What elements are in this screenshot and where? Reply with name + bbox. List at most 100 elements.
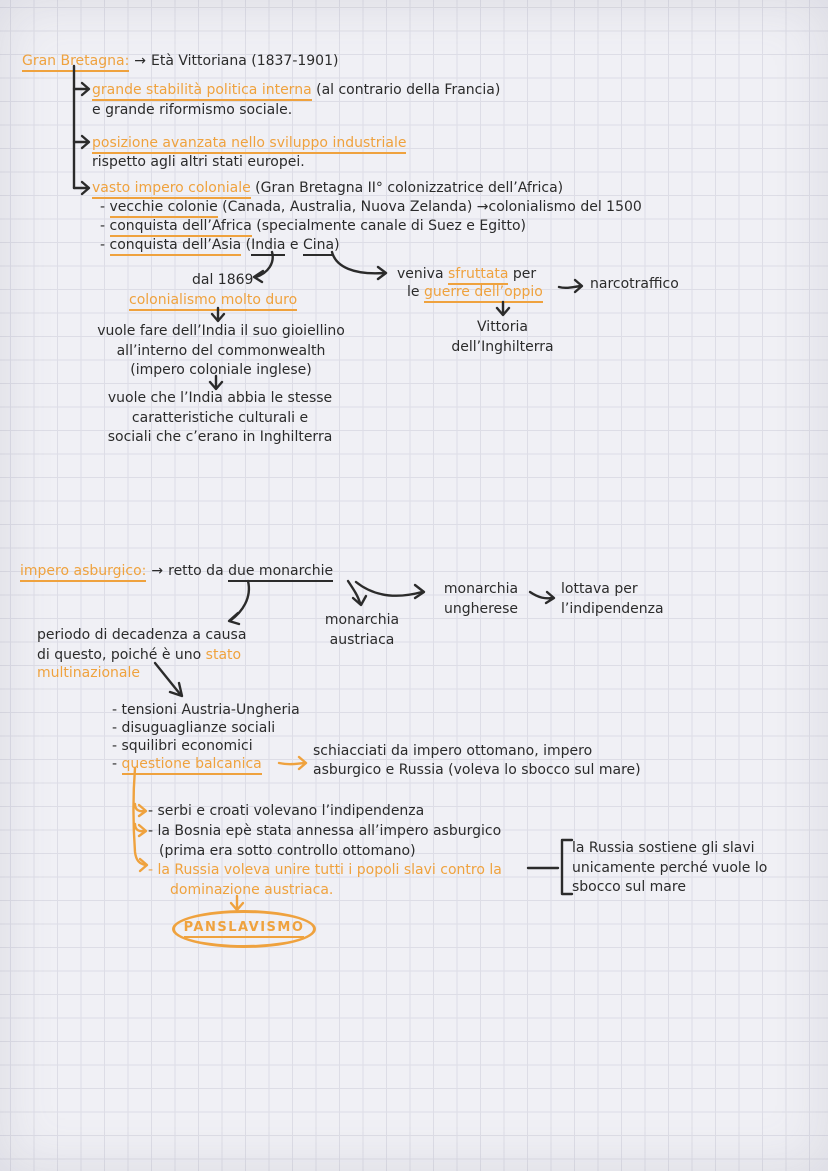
balkan-point-russia: - la Russia voleva unire tutti i popoli …: [148, 862, 502, 878]
goal-line: vuole fare dell’India il suo gioiellino: [97, 323, 345, 339]
aim-line: sociali che c’erano in Inghilterra: [107, 429, 333, 445]
britain-branch-connector-icon: [72, 64, 91, 196]
decadence-pre: di questo, poiché è uno: [37, 647, 206, 663]
exploited-highlight: sfruttata: [447, 266, 509, 285]
harsh-colonialism-highlight: colonialismo molto duro: [129, 292, 298, 311]
balkan-question-highlight: questione balcanica: [121, 756, 262, 775]
issues-arrow-icon: [153, 661, 184, 698]
victorian-era-label: Età Vittoriana (1837-1901): [151, 53, 339, 69]
russia-note-bracket-icon: [526, 838, 574, 896]
opium-wars-highlight: guerre dell’oppio: [423, 284, 543, 303]
cina-underlined: Cina: [302, 237, 335, 256]
austrian-monarchy-label: monarchia austriaca: [318, 611, 406, 650]
china-branch-arrow-icon: [330, 250, 388, 281]
victory-line: Vittoria: [477, 319, 528, 335]
stability-line1: grande stabilità politica interna (al co…: [92, 81, 501, 101]
dash: -: [112, 756, 122, 772]
aim-line: vuole che l’India abbia le stesse: [107, 390, 333, 406]
two-monarchies-underlined: due monarchie: [228, 563, 334, 582]
fight-line: lottava per: [561, 581, 638, 597]
hungarian-line: monarchia: [443, 581, 519, 597]
industry-highlight: posizione avanzata nello sviluppo indust…: [92, 135, 407, 154]
stato-highlight: stato: [205, 647, 242, 663]
panslavism-label: PANSLAVISMO: [183, 920, 305, 938]
habsburg-title-line: impero asburgico:→retto da due monarchie: [20, 562, 334, 582]
decadence-line3: multinazionale: [37, 664, 140, 683]
balkan-note-arrow-icon: [277, 755, 308, 771]
industry-line1: posizione avanzata nello sviluppo indust…: [92, 134, 407, 154]
russia-note-line: la Russia sostiene gli slavi: [572, 840, 755, 856]
russia-note-line: unicamente perché vuole lo: [572, 859, 768, 876]
squeezed-line2: asburgico e Russia (voleva lo sbocco sul…: [313, 762, 641, 778]
stability-line2: e grande riformismo sociale.: [92, 102, 293, 118]
habsburg-title-pre: retto da: [168, 563, 229, 579]
narco-arrow-icon: [557, 278, 584, 294]
stability-highlight: grande stabilità politica interna: [92, 82, 312, 101]
russia-note-paragraph: la Russia sostiene gli slavi unicamente …: [572, 839, 767, 898]
issue-item: - squilibri economici: [112, 738, 253, 754]
conjunction: e: [285, 237, 303, 253]
old-colonies-underlined: vecchie colonie: [109, 199, 218, 218]
panslavism-oval: PANSLAVISMO: [172, 910, 316, 948]
date-1869: dal 1869: [192, 272, 254, 288]
empire-highlight: vasto impero coloniale: [92, 180, 251, 199]
opium-pre2: le: [407, 284, 424, 300]
india-goal-paragraph: vuole fare dell’India il suo gioiellino …: [85, 322, 357, 381]
dash: -: [100, 218, 110, 234]
narcotraffico-label: narcotraffico: [590, 276, 679, 292]
asia-item: - conquista dell’Asia (India e Cina): [100, 236, 340, 256]
britain-title-line: Gran Bretagna:→Età Vittoriana (1837-1901…: [22, 52, 339, 72]
balkan-point-bosnia: - la Bosnia epè stata annessa all’impero…: [148, 823, 502, 839]
down-arrow-icon: [210, 306, 226, 323]
africa-item: - conquista dell’Africa (specialmente ca…: [100, 217, 526, 237]
down-arrow-icon: [495, 300, 511, 317]
old-colonies-note: colonialismo del 1500: [488, 199, 642, 215]
balkan-point-serbs: - serbi e croati volevano l’indipendenza: [148, 803, 425, 819]
down-arrow-icon: [208, 374, 224, 391]
industry-line2: rispetto agli altri stati europei.: [92, 154, 305, 170]
empire-line1: vasto impero coloniale (Gran Bretagna II…: [92, 179, 564, 199]
africa-underlined: conquista dell’Africa: [109, 218, 252, 237]
opium-post: per: [508, 266, 537, 282]
africa-rest: (specialmente canale di Suez e Egitto): [251, 218, 526, 234]
asia-underlined: conquista dell’Asia: [109, 237, 242, 256]
habsburg-title: impero asburgico:: [20, 563, 147, 582]
victory-line: dell’Inghilterra: [451, 338, 554, 355]
balkan-question-item: - questione balcanica: [112, 755, 262, 775]
austrian-monarchy-arrow-icon: [346, 579, 368, 607]
decadence-line1: periodo di decadenza a causa: [37, 627, 247, 643]
paren: (: [241, 237, 252, 253]
hungarian-monarchy-label: monarchia ungherese: [437, 580, 525, 619]
balkan-point-russia-line2: dominazione austriaca.: [170, 882, 334, 898]
opium-line2: le guerre dell’oppio: [407, 283, 543, 303]
balkan-points-connector-icon: [132, 766, 149, 873]
opium-line1: veniva sfruttata per: [397, 265, 537, 285]
old-colonies-rest: (Canada, Australia, Nuova Zelanda): [217, 199, 477, 215]
stability-rest: (al contrario della Francia): [311, 82, 501, 98]
dash: -: [100, 199, 110, 215]
squeezed-line1: schiacciati da impero ottomano, impero: [313, 743, 593, 759]
empire-rest: (Gran Bretagna II° colonizzatrice dell’A…: [250, 180, 564, 196]
dash: -: [100, 237, 110, 253]
victory-paragraph: Vittoria dell’Inghilterra: [440, 318, 565, 357]
paren: ): [334, 237, 340, 253]
right-arrow-icon: →: [134, 53, 147, 69]
austrian-line: monarchia: [324, 612, 400, 628]
right-arrow-icon: →: [151, 563, 164, 579]
austrian-line: austriaca: [329, 631, 395, 648]
decadence-arrow-icon: [227, 579, 251, 626]
goal-line: all’interno del commonwealth: [116, 342, 326, 359]
goal-line: (impero coloniale inglese): [130, 362, 312, 378]
issue-item: - disuguaglianze sociali: [112, 720, 276, 736]
issue-item: - tensioni Austria-Ungheria: [112, 702, 300, 718]
india-branch-arrow-icon: [252, 250, 274, 284]
right-arrow-icon: →: [476, 199, 489, 215]
decadence-line2: di questo, poiché è uno stato: [37, 646, 241, 665]
hungarian-line: ungherese: [443, 600, 519, 617]
multinazionale-highlight: multinazionale: [37, 665, 140, 681]
hungarian-monarchy-arrow-icon: [354, 580, 426, 600]
britain-title: Gran Bretagna:: [22, 53, 130, 72]
old-colonies-item: - vecchie colonie (Canada, Australia, Nu…: [100, 198, 642, 218]
india-aim-paragraph: vuole che l’India abbia le stesse caratt…: [88, 389, 352, 448]
